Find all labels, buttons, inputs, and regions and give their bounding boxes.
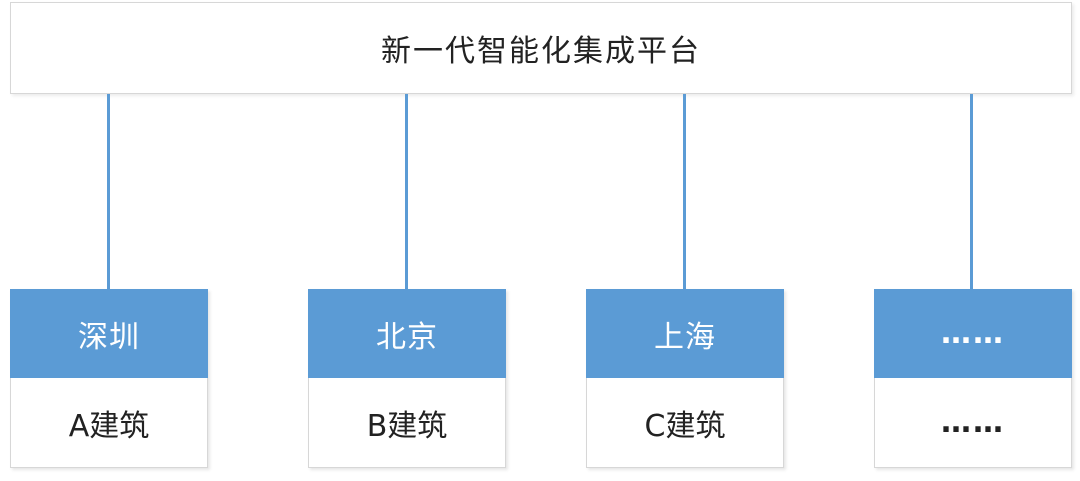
- node-city-header: ……: [874, 289, 1072, 378]
- platform-box: 新一代智能化集成平台: [10, 2, 1072, 94]
- node-city-label: 北京: [376, 319, 438, 355]
- connector-line-more: [970, 94, 973, 289]
- node-building-label: A建筑: [68, 408, 150, 444]
- node-shanghai: 上海 C建筑: [586, 289, 784, 468]
- node-city-header: 上海: [586, 289, 784, 378]
- node-building-label: ……: [941, 405, 1005, 440]
- node-more: …… ……: [874, 289, 1072, 468]
- node-beijing: 北京 B建筑: [308, 289, 506, 468]
- connector-line-shanghai: [683, 94, 686, 289]
- connector-line-shenzhen: [107, 94, 110, 289]
- node-city-label: 深圳: [78, 319, 140, 355]
- node-shenzhen: 深圳 A建筑: [10, 289, 208, 468]
- node-building-body: ……: [874, 378, 1072, 468]
- node-city-label: 上海: [654, 319, 716, 355]
- connector-line-beijing: [405, 94, 408, 289]
- node-building-body: B建筑: [308, 378, 506, 468]
- node-building-body: C建筑: [586, 378, 784, 468]
- platform-title: 新一代智能化集成平台: [381, 34, 701, 69]
- node-building-label: C建筑: [644, 408, 726, 444]
- node-city-header: 北京: [308, 289, 506, 378]
- node-city-header: 深圳: [10, 289, 208, 378]
- node-building-body: A建筑: [10, 378, 208, 468]
- node-city-label: ……: [941, 316, 1005, 351]
- node-building-label: B建筑: [366, 408, 448, 444]
